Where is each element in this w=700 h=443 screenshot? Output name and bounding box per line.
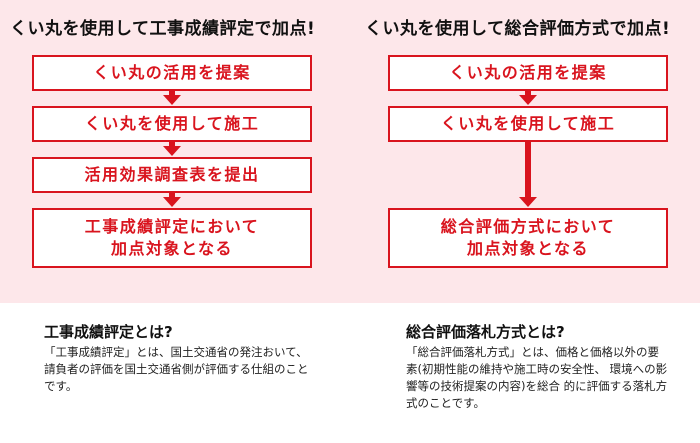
left-section-description: 「工事成績評定」とは、国土交通省の発注おいて、請負者の評価を国土交通省側が評価す… bbox=[44, 345, 309, 393]
left-arrow-3-stem bbox=[169, 193, 175, 198]
right-arrow-1-head bbox=[519, 95, 537, 105]
left-section-title: 工事成績評定とは? bbox=[44, 323, 173, 341]
left-arrow-1-stem bbox=[169, 91, 175, 96]
left-step-2: くい丸を使用して施工 bbox=[32, 106, 312, 142]
left-arrow-2-stem bbox=[169, 142, 175, 147]
right-step-2: くい丸を使用して施工 bbox=[388, 106, 668, 142]
right-step-3: 総合評価方式において 加点対象となる bbox=[388, 208, 668, 268]
left-step-1: くい丸の活用を提案 bbox=[32, 55, 312, 91]
left-flow-title: くい丸を使用して工事成績評定で加点! bbox=[10, 19, 316, 39]
right-arrow-2-stem bbox=[525, 142, 531, 198]
right-step-1: くい丸の活用を提案 bbox=[388, 55, 668, 91]
right-section-title: 総合評価落札方式とは? bbox=[406, 323, 565, 341]
left-step-3: 活用効果調査表を提出 bbox=[32, 157, 312, 193]
right-section-description: 「総合評価落札方式」とは、価格と価格以外の要素(初期性能の維持や施工時の安全性、… bbox=[406, 345, 668, 410]
left-arrow-3-head bbox=[163, 197, 181, 207]
left-arrow-2-head bbox=[163, 146, 181, 156]
left-arrow-1-head bbox=[163, 95, 181, 105]
right-arrow-1-stem bbox=[525, 91, 531, 96]
right-flow-title: くい丸を使用して総合評価方式で加点! bbox=[365, 19, 671, 39]
right-arrow-2-head bbox=[519, 197, 537, 207]
left-step-4: 工事成績評定において 加点対象となる bbox=[32, 208, 312, 268]
